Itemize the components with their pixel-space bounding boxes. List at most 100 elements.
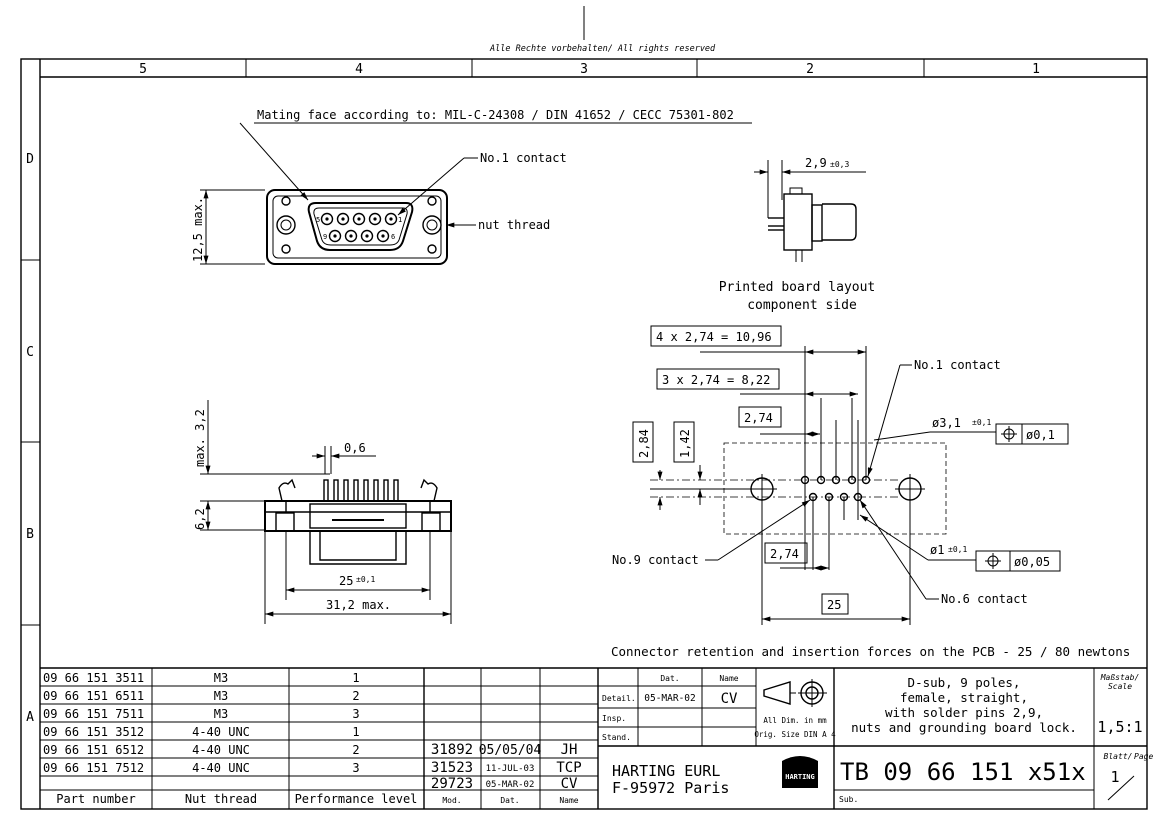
pcb-layout-title-2: component side	[747, 298, 857, 313]
mount-distance-dimension: 25	[339, 574, 353, 588]
revision-table: 31892 05/05/04 JH 31523 11-JUL-03 TCP 29…	[431, 742, 582, 805]
pitch-top-dimension: 2,74	[744, 411, 773, 425]
mating-face-view: Mating face according to: MIL-C-24308 / …	[191, 108, 752, 265]
mating-face-note: Mating face according to: MIL-C-24308 / …	[257, 108, 734, 122]
table-row: 09 66 151 3512	[43, 725, 144, 739]
mount-spacing-dimension: 25	[827, 598, 841, 612]
pcb-no1-contact-label: No.1 contact	[914, 358, 1001, 372]
harting-logo-icon: HARTING	[782, 756, 818, 788]
row-label-d: D	[26, 152, 34, 167]
front-view: max. 3,2 6,2 0,6 25	[193, 400, 452, 624]
small-hole-diameter: ø1	[930, 543, 944, 557]
big-hole-diameter: ø3,1	[932, 416, 961, 430]
table-row: 4-40 UNC	[192, 761, 250, 775]
approval-date-header: Dat.	[660, 674, 679, 683]
table-row: 3	[352, 707, 359, 721]
detail-name: CV	[721, 691, 738, 707]
row-label-c: C	[26, 345, 34, 360]
company-address: F-95972 Paris	[612, 779, 729, 797]
table-row: 09 66 151 7511	[43, 707, 144, 721]
column-label-1: 1	[1032, 62, 1040, 77]
pcb-no6-contact-label: No.6 contact	[941, 592, 1028, 606]
revision-row: 05-MAR-02	[486, 780, 535, 790]
row-spacing-dimension: 2,84	[637, 429, 651, 458]
revision-row: 05/05/04	[479, 743, 542, 758]
pin-number-6: 6	[391, 233, 395, 241]
revision-row: 31892	[431, 742, 473, 758]
small-hole-tolerance: ±0,1	[948, 545, 967, 554]
pcb-layout: 4 x 2,74 = 10,96 3 x 2,74 = 8,22 2,74 2,…	[612, 325, 1069, 625]
description-line: D-sub, 9 poles,	[908, 675, 1021, 690]
title-block-grid	[40, 667, 1147, 809]
pin-number-9: 9	[323, 233, 327, 241]
mount-distance-tolerance: ±0,1	[356, 575, 375, 584]
half-spacing-dimension: 1,42	[678, 429, 692, 458]
side-tolerance: ±0,3	[830, 160, 849, 169]
height-dimension: 12,5 max.	[191, 197, 205, 262]
scale-label-en: Scale	[1108, 682, 1132, 691]
table-row: M3	[214, 689, 228, 703]
dimensions-unit-note: All Dim. in mm	[763, 716, 827, 725]
sheet-label-en: Page	[1134, 752, 1153, 761]
table-row: 1	[352, 671, 359, 685]
small-hole-position-tolerance: ø0,05	[1014, 555, 1050, 569]
approval-block: Dat. Name Detail. 05-MAR-02 CV Insp. Sta…	[602, 674, 739, 742]
column-label-5: 5	[139, 62, 147, 77]
inspection-label: Insp.	[602, 714, 626, 723]
table-row: 09 66 151 6512	[43, 743, 144, 757]
detail-date: 05-MAR-02	[644, 693, 695, 704]
big-hole-tolerance: ±0,1	[972, 418, 991, 427]
table-row: 09 66 151 3511	[43, 671, 144, 685]
table-row: 4-40 UNC	[192, 725, 250, 739]
original-size-note: Orig. Size DIN A 4	[754, 730, 836, 739]
revision-row: 11-JUL-03	[486, 764, 535, 774]
table-row: 3	[352, 761, 359, 775]
nut-thread-label: nut thread	[478, 218, 550, 232]
sheet-frame	[20, 6, 1148, 810]
big-hole-position-tolerance: ø0,1	[1026, 428, 1055, 442]
pitch-bottom-dimension: 2,74	[770, 547, 799, 561]
column-header-performance-level: Performance level	[295, 792, 418, 806]
table-row: 4-40 UNC	[192, 743, 250, 757]
revision-header-name: Name	[559, 796, 578, 805]
company-block: HARTING EURL F-95972 Paris HARTING	[612, 756, 818, 797]
table-row: M3	[214, 671, 228, 685]
standard-label: Stand.	[602, 733, 631, 742]
revision-row: 29723	[431, 776, 473, 792]
side-dimension: 2,9	[805, 156, 827, 170]
scale-label: Maßstab/	[1100, 673, 1140, 682]
column-header-part-number: Part number	[56, 792, 135, 806]
description-line: with solder pins 2,9,	[885, 705, 1043, 720]
svg-text:HARTING: HARTING	[785, 773, 815, 781]
drawing-number: TB 09 66 151 x51x	[840, 758, 1086, 786]
pcb-layout-title-1: Printed board layout	[719, 280, 876, 295]
table-row: 09 66 151 7512	[43, 761, 144, 775]
projection-symbol-icon	[763, 679, 827, 707]
sheet-label: Blatt/	[1104, 752, 1133, 761]
pitch-3x-dimension: 3 x 2,74 = 8,22	[662, 373, 770, 387]
sheet-value: 1	[1110, 768, 1119, 786]
table-row: 2	[352, 743, 359, 757]
no1-contact-label: No.1 contact	[480, 151, 567, 165]
revision-header-mod: Mod.	[442, 796, 461, 805]
description-line: nuts and grounding board lock.	[851, 720, 1077, 735]
pitch-4x-dimension: 4 x 2,74 = 10,96	[656, 330, 772, 344]
table-row: 1	[352, 725, 359, 739]
table-row: M3	[214, 707, 228, 721]
overall-width-dimension: 31,2 max.	[326, 598, 391, 612]
max-height-dimension: max. 3,2	[193, 409, 207, 467]
table-row: 2	[352, 689, 359, 703]
scale-value: 1,5:1	[1097, 718, 1142, 736]
parts-table: 09 66 151 3511 M3 1 09 66 151 6511 M3 2 …	[43, 671, 417, 806]
row-label-a: A	[26, 710, 34, 725]
revision-row: 31523	[431, 760, 473, 776]
description-line: female, straight,	[900, 690, 1028, 705]
sub-label: Sub.	[839, 795, 858, 804]
pin-number-5: 5	[316, 216, 320, 224]
pin-number-1: 1	[398, 216, 402, 224]
column-label-3: 3	[580, 62, 588, 77]
retention-note: Connector retention and insertion forces…	[611, 644, 1130, 659]
pin-width-dimension: 0,6	[344, 441, 366, 455]
approval-name-header: Name	[719, 674, 738, 683]
